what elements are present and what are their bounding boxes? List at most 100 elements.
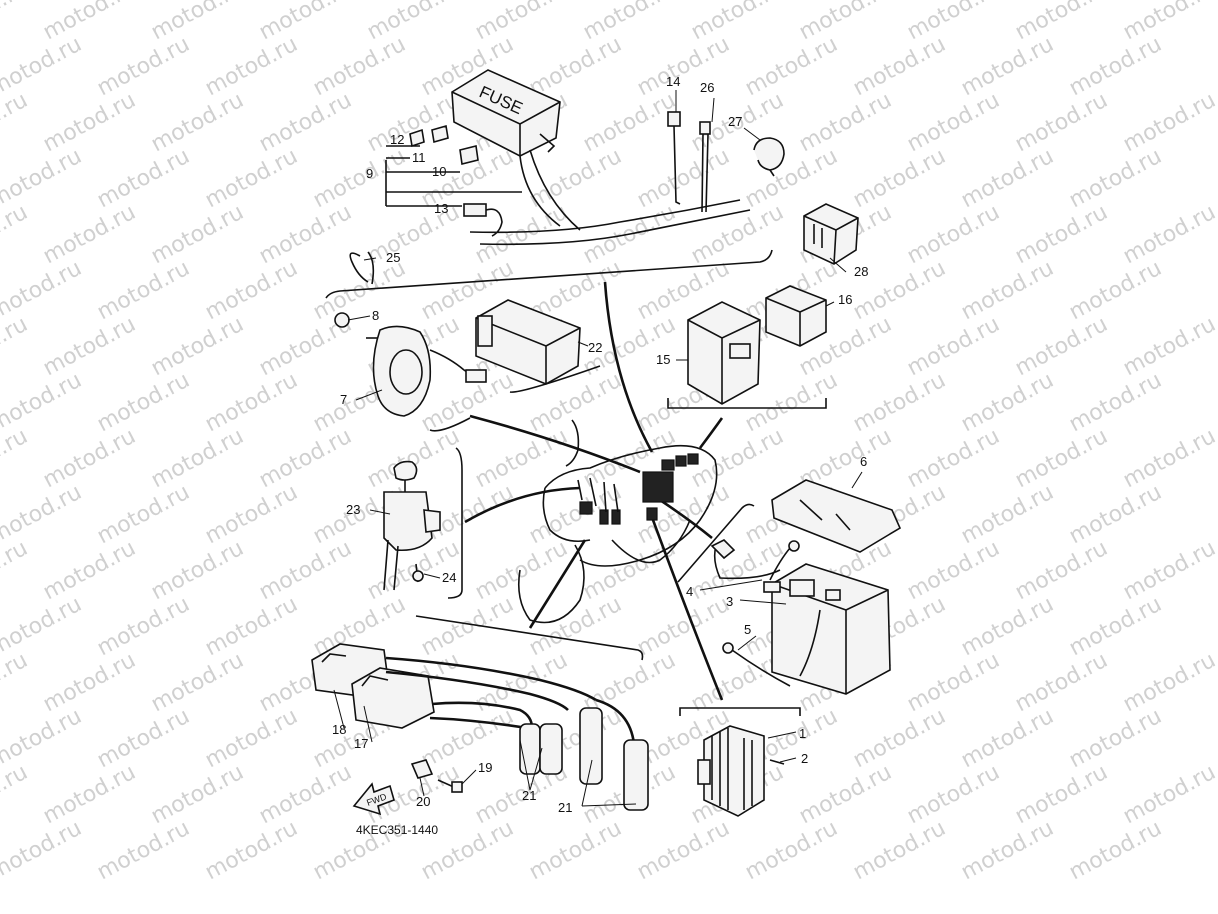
watermark-text: motod.ru [903, 760, 1004, 829]
watermark-text: motod.ru [741, 32, 842, 101]
junction-block [642, 471, 674, 503]
relay-28 [803, 203, 859, 265]
watermark-text: motod.ru [957, 368, 1058, 437]
watermark-text: motod.ru [741, 816, 842, 885]
watermark-text: motod.ru [417, 592, 518, 661]
watermark-text: motod.ru [201, 32, 302, 101]
callout-16: 16 [838, 292, 852, 307]
callout-7: 7 [340, 392, 347, 407]
watermark-text: motod.ru [1011, 0, 1112, 45]
watermark-text: motod.ru [633, 816, 734, 885]
watermark-text: motod.ru [633, 32, 734, 101]
watermark-text: motod.ru [687, 424, 788, 493]
battery-3 [771, 563, 891, 695]
callout-24: 24 [442, 570, 456, 585]
battery-lead-4 [710, 539, 800, 593]
callout-10: 10 [432, 164, 446, 179]
cable-ties [667, 111, 785, 213]
watermark-text: motod.ru [957, 144, 1058, 213]
watermark-text: motod.ru [1011, 88, 1112, 157]
watermark-text: motod.ru [39, 424, 140, 493]
watermark-text: motod.ru [0, 0, 32, 45]
watermark-text: motod.ru [417, 704, 518, 773]
watermark-text: motod.ru [687, 0, 788, 45]
watermark-text: motod.ru [1011, 312, 1112, 381]
watermark-text: motod.ru [795, 0, 896, 45]
callout-27: 27 [728, 114, 742, 129]
watermark-text: motod.ru [903, 648, 1004, 717]
group-brackets [325, 249, 827, 716]
watermark-text: motod.ru [1119, 88, 1218, 157]
watermark-text: motod.ru [795, 760, 896, 829]
watermark-text: motod.ru [93, 144, 194, 213]
watermark-text: motod.ru [849, 32, 950, 101]
watermark-text: motod.ru [1119, 536, 1218, 605]
callout-leaders [333, 90, 863, 807]
callout-13: 13 [434, 201, 448, 216]
watermark-text: motod.ru [525, 32, 626, 101]
watermark-text: motod.ru [1065, 704, 1166, 773]
watermark-text: motod.ru [795, 88, 896, 157]
callout-19: 19 [478, 760, 492, 775]
callout-layer: 1 2 3 4 5 6 7 8 9 10 11 12 13 14 15 16 1… [332, 74, 868, 815]
watermark-text: motod.ru [255, 200, 356, 269]
watermark-text: motod.ru [255, 0, 356, 45]
watermark-text: motod.ru [0, 648, 32, 717]
watermark-text: motod.ru [309, 32, 410, 101]
callout-18: 18 [332, 722, 346, 737]
watermark-text: motod.ru [1065, 480, 1166, 549]
watermark-text: motod.ru [147, 200, 248, 269]
watermark-text: motod.ru [1119, 200, 1218, 269]
callout-12: 12 [390, 132, 404, 147]
watermark-text: motod.ru [147, 536, 248, 605]
callout-23: 23 [346, 502, 360, 517]
watermark-text: motod.ru [957, 256, 1058, 325]
callout-2: 2 [801, 751, 808, 766]
callout-1: 1 [799, 726, 806, 741]
watermark-text: motod.ru [903, 312, 1004, 381]
watermark-text: motod.ru [903, 536, 1004, 605]
watermark-text: motod.ru [0, 88, 32, 157]
watermark-text: motod.ru [147, 0, 248, 45]
motorcycle-frame [517, 419, 718, 624]
watermark-text: motod.ru [201, 704, 302, 773]
watermark-text: motod.ru [849, 704, 950, 773]
watermark-text: motod.ru [0, 536, 32, 605]
watermark-text: motod.ru [39, 536, 140, 605]
callout-25: 25 [386, 250, 400, 265]
watermark-text: motod.ru [39, 200, 140, 269]
watermark-text: motod.ru [579, 536, 680, 605]
watermark-text: motod.ru [39, 648, 140, 717]
watermark-text: motod.ru [93, 816, 194, 885]
watermark-text: motod.ru [0, 760, 32, 829]
watermark-text: motod.ru [1119, 648, 1218, 717]
watermark-text: motod.ru [1065, 816, 1166, 885]
watermark-text: motod.ru [1011, 760, 1112, 829]
watermark-text: motod.ru [1065, 32, 1166, 101]
watermark-text: motod.ru [0, 200, 32, 269]
watermark-text: motod.ru [363, 200, 464, 269]
fuse-box: FUSE [385, 69, 751, 246]
watermark-text: motod.ru [39, 312, 140, 381]
watermark-text: motod.ru [201, 368, 302, 437]
clamp-20 [410, 759, 434, 779]
callout-26: 26 [700, 80, 714, 95]
callout-3: 3 [726, 594, 733, 609]
battery-lead-5 [722, 642, 791, 687]
watermark-text: motod.ru [1011, 424, 1112, 493]
watermark-text: motod.ru [201, 256, 302, 325]
callout-21a: 21 [522, 788, 536, 803]
diagram-code: 4KEC351-1440 [356, 823, 438, 837]
callout-22: 22 [588, 340, 602, 355]
watermark-text: motod.ru [1119, 760, 1218, 829]
watermark-text: motod.ru [903, 424, 1004, 493]
callout-8: 8 [372, 308, 379, 323]
watermark-text: motod.ru [1065, 592, 1166, 661]
relay-16 [765, 285, 827, 347]
watermark-text: motod.ru [147, 88, 248, 157]
callout-6: 6 [860, 454, 867, 469]
watermark-text: motod.ru [1011, 648, 1112, 717]
callout-9: 9 [366, 166, 373, 181]
